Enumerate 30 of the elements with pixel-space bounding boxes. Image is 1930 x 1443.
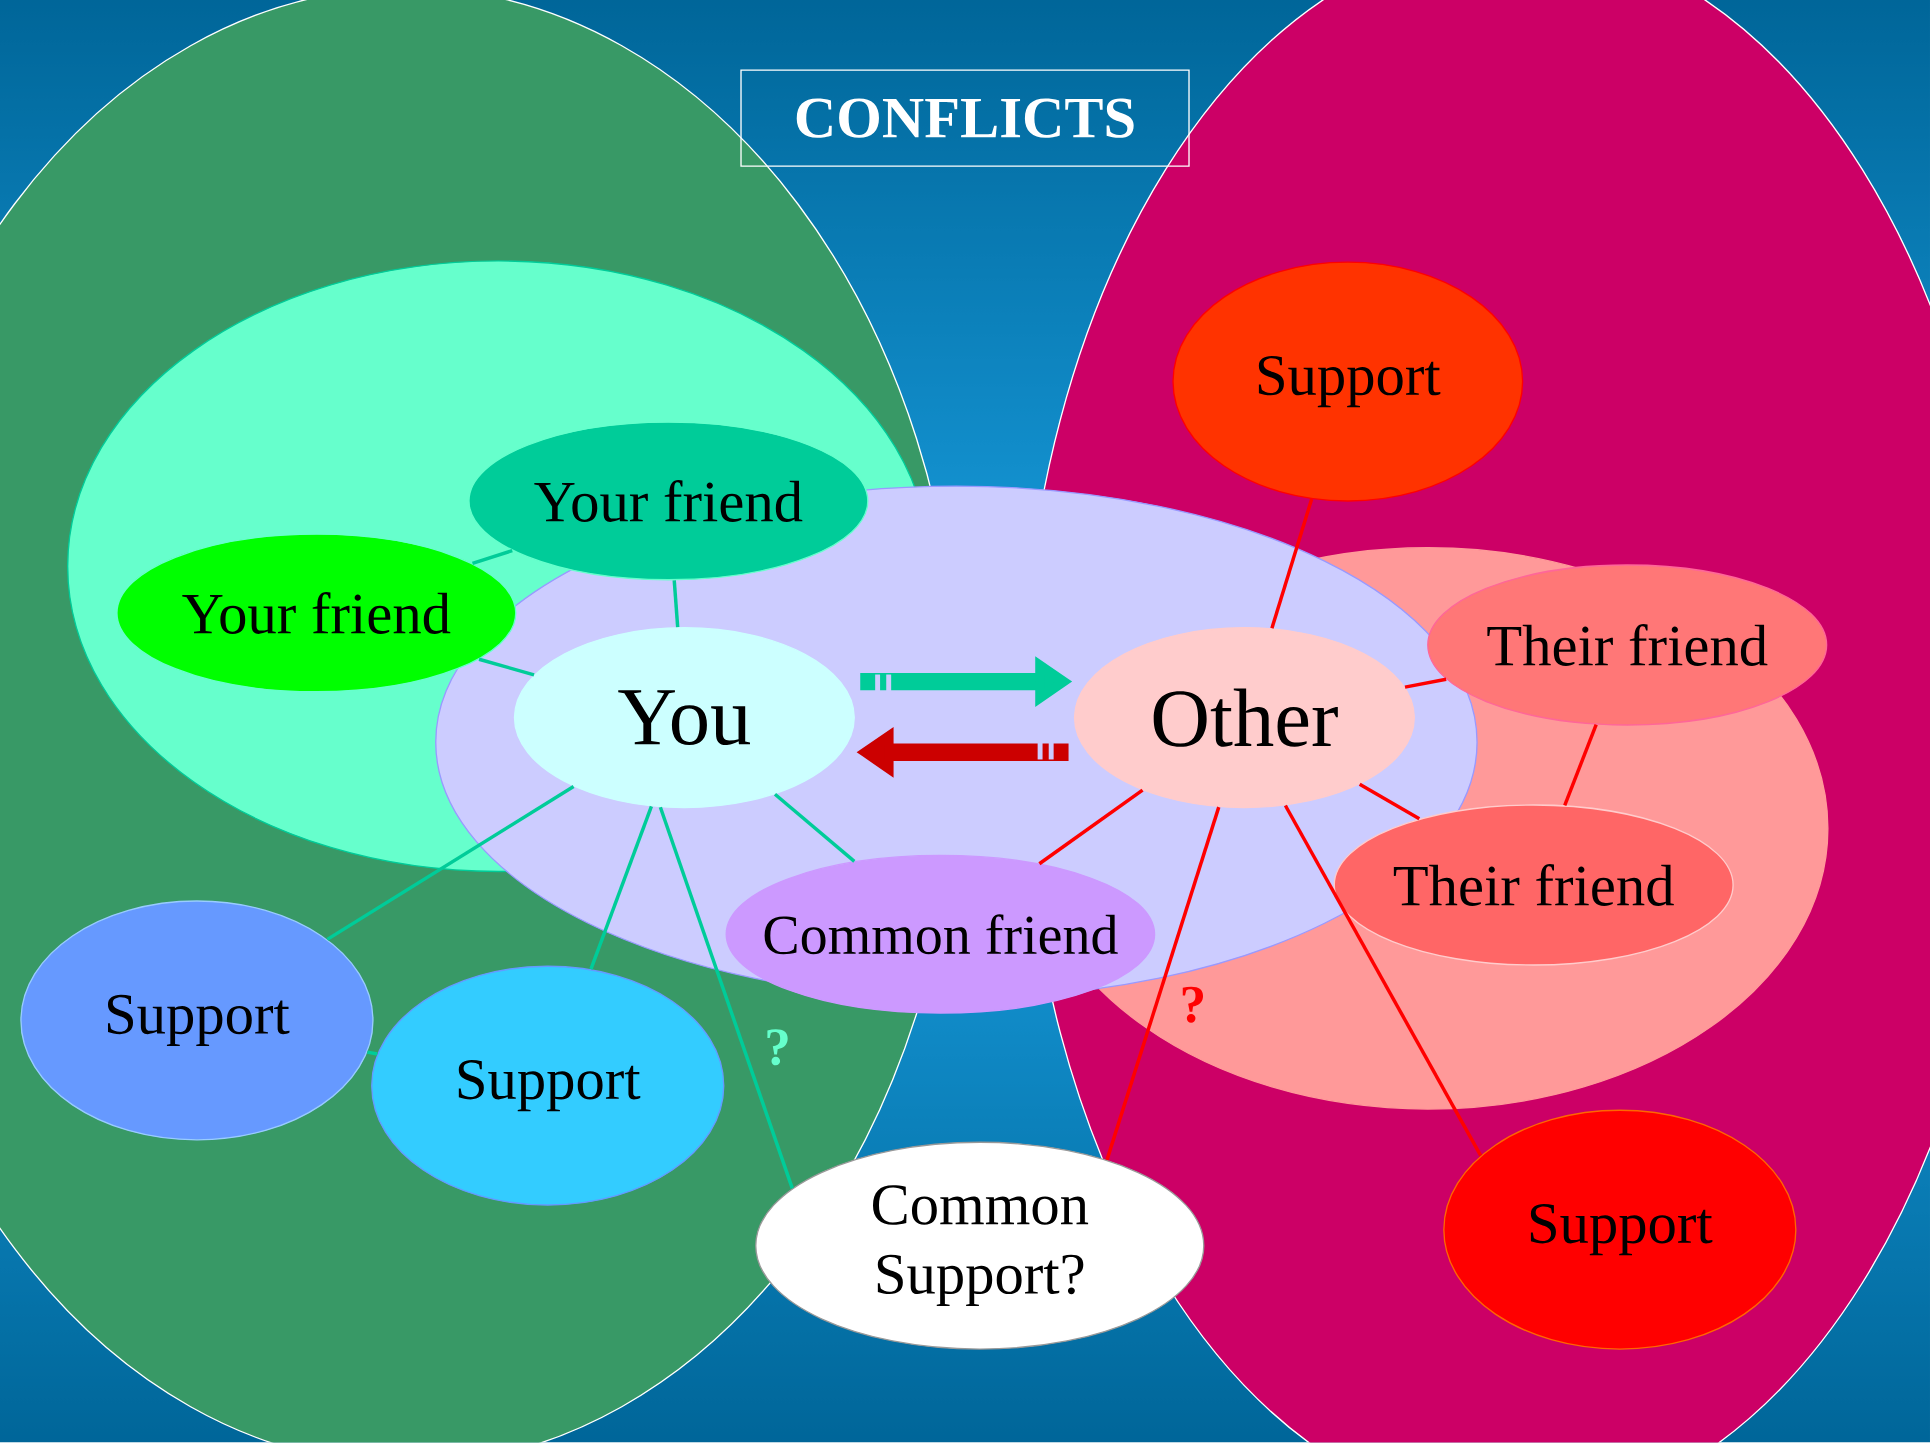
connector-line (1404, 677, 1447, 690)
connector-line (773, 793, 856, 863)
connector-line (478, 657, 535, 677)
bubble: You (513, 627, 855, 809)
connector-line (1563, 724, 1598, 807)
bubble: Support (1443, 1109, 1797, 1350)
connector-line (1038, 789, 1144, 866)
connector-line (589, 806, 654, 971)
connector-line (471, 549, 513, 566)
bubble: Their friend (1333, 804, 1734, 966)
bubble: Support (371, 965, 725, 1206)
connector-line (658, 806, 794, 1190)
bubble: Other (1073, 627, 1415, 809)
bubble: Common Support? (755, 1141, 1205, 1350)
bubble: Support (1172, 261, 1524, 502)
connector-line (1105, 806, 1221, 1161)
connector-line (672, 580, 680, 628)
connector-line (367, 1050, 378, 1056)
bubble: Your friend (116, 533, 517, 693)
connector-line (1358, 783, 1421, 821)
bubble: Their friend (1427, 564, 1828, 726)
bubble: Common friend (725, 854, 1156, 1014)
bubble: Support (20, 900, 374, 1141)
title-box: CONFLICTS (740, 69, 1190, 168)
connector-line (326, 785, 575, 942)
connector-line (1283, 804, 1483, 1157)
edge-label: ? (767, 1029, 788, 1066)
connector-line (1270, 498, 1314, 629)
bubble: Your friend (468, 421, 869, 581)
edge-label: ? (1182, 986, 1203, 1023)
